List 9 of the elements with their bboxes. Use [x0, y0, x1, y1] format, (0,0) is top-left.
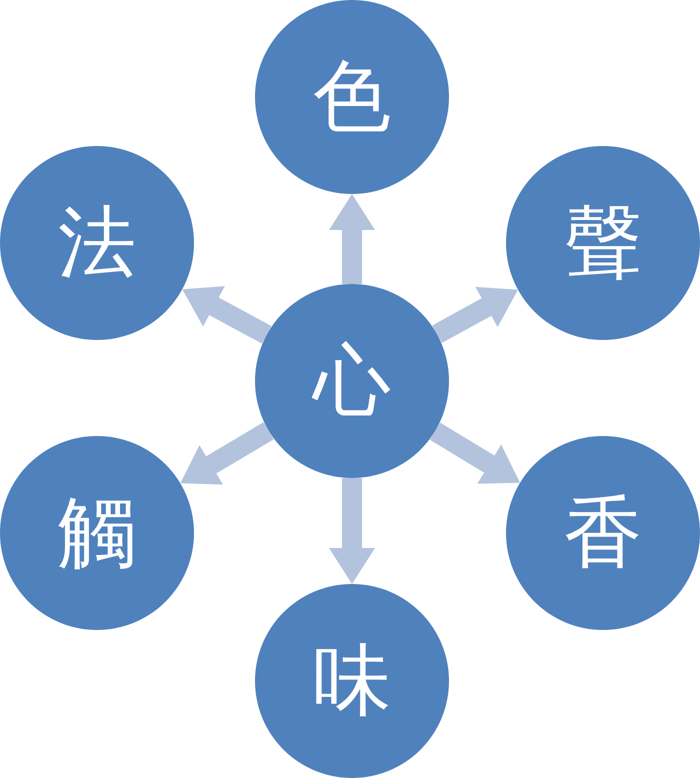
arrow	[329, 194, 375, 284]
circle-label: 色	[313, 58, 391, 136]
circle-label: 味	[313, 642, 391, 720]
circle-label: 心	[313, 342, 391, 420]
arrow	[329, 478, 375, 584]
circle-label: 香	[564, 494, 642, 572]
circle-label: 觸	[58, 494, 136, 572]
circle-label: 聲	[564, 204, 642, 282]
circle-label: 法	[58, 204, 136, 282]
